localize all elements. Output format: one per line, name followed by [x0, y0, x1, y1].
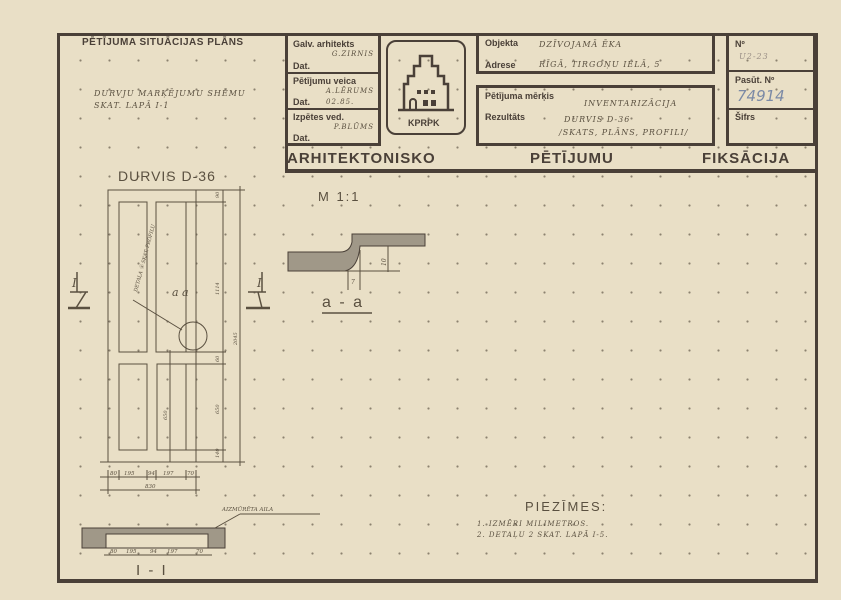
divider [729, 70, 813, 72]
date-label-1: Dat. [293, 61, 311, 71]
kprpk-logo: KPRPK [386, 40, 466, 135]
dim-v-1: 90 [215, 191, 221, 198]
dim-v-total: 2045 [233, 332, 239, 346]
door-title: DURVIS D-36 [118, 168, 216, 184]
chief-architect-label: Galv. arhitekts [293, 39, 355, 49]
dim-v-5: 140 [215, 448, 221, 458]
section-dim-1: 80 [110, 549, 117, 555]
section-mark-right [246, 272, 270, 310]
profile-dim-v: 10 [381, 258, 388, 266]
profile-title: a - a [322, 294, 365, 311]
dim-v-3: 60 [215, 355, 221, 362]
section-dim-4: 197 [167, 549, 178, 555]
section-mark-left-label: I [71, 276, 77, 290]
results-value-2: /SKATS, PLĀNS, PROFILI/ [559, 128, 689, 137]
executor-value: P.BLŪMS [333, 123, 374, 131]
section-mark-left [68, 272, 90, 310]
situation-plan-note-2: SKAT. LAPĀ I-1 [94, 101, 170, 110]
object-label: Objekta [485, 38, 519, 48]
address-value: RĪGĀ, TIRGOŅU IELĀ, 5 [539, 60, 661, 69]
section-mark-right-label: I [256, 276, 262, 290]
building-icon [398, 54, 454, 112]
researcher-value: A.LĒRUMS [325, 87, 374, 95]
heading-word-3: FIKSĀCIJA [702, 150, 791, 167]
divider [288, 108, 378, 110]
dim-h-2: 195 [124, 471, 135, 477]
dim-h-1: 80 [110, 471, 117, 477]
heading-word-1: ARHITEKTONISKO [287, 150, 436, 167]
date-label-3: Dat. [293, 133, 311, 143]
purpose-label: Pētījuma mērķis [485, 91, 555, 101]
heading-word-2: PĒTĪJUMU [530, 150, 614, 167]
divider [729, 108, 813, 110]
order-label: Pasūt. Nº [735, 75, 775, 85]
detail-note: DETAĻA Ⓐ SKAT. PROFILU [132, 223, 157, 294]
note-item-2: 2. DETAĻU 2 SKAT. LAPĀ I-5. [477, 531, 609, 539]
profile-a-a [287, 233, 426, 314]
order-value: 74914 [737, 87, 785, 105]
section-dim-2: 195 [126, 549, 137, 555]
detail-marker: a a [172, 286, 189, 299]
section-dim-3: 94 [150, 549, 157, 555]
divider [288, 72, 378, 74]
purpose-value: INVENTARIZĀCIJA [584, 99, 678, 108]
section-i-i [81, 513, 320, 556]
executor-label: Izpētes ved. [293, 112, 345, 122]
logo-text: KPRPK [408, 118, 440, 128]
dim-v-2: 1114 [215, 282, 221, 295]
profile-scale: M 1:1 [318, 189, 361, 204]
note-item-1: 1. IZMĒRI MILIMETROS. [477, 520, 590, 528]
purpose-box: Pētījuma mērķis INVENTARIZĀCIJA Rezultāt… [476, 85, 715, 146]
dim-h-4: 197 [163, 471, 174, 477]
profile-dim-h: 7 [351, 279, 355, 286]
no-label: Nº [735, 39, 745, 49]
dim-h-5: 70 [187, 471, 194, 477]
sheet-frame [57, 33, 818, 583]
no-value: U2-23 [739, 52, 769, 61]
results-label: Rezultāts [485, 112, 526, 122]
door-elevation [100, 186, 245, 494]
researcher-label: Pētījumu veica [293, 76, 357, 86]
heading-rule [287, 169, 818, 173]
dim-total-width: 830 [145, 484, 156, 490]
date-value-2: 02.85. [326, 98, 355, 106]
situation-plan-note-1: DURVJU MARĶĒJUMU SHĒMU [94, 89, 246, 98]
results-value-1: DURVIS D-36 [564, 115, 631, 124]
cipher-label: Šifrs [735, 112, 756, 122]
number-box: Nº U2-23 Pasūt. Nº 74914 Šifrs [726, 33, 816, 146]
dim-panel: 650 [163, 410, 169, 420]
panel-border-left [285, 146, 288, 173]
section-note: AIZMŪRĒTA AILA [221, 506, 273, 513]
dim-v-4: 650 [215, 404, 221, 414]
situation-plan-title: PĒTĪJUMA SITUĀCIJAS PLĀNS [82, 37, 244, 48]
date-label-2: Dat. [293, 97, 311, 107]
people-box: Galv. arhitekts G.ZIRNIS Dat. Pētījumu v… [285, 33, 381, 146]
address-label: Adrese [485, 60, 516, 70]
dim-h-3: 94 [148, 471, 155, 477]
section-dim-5: 70 [196, 549, 203, 555]
section-title: I - I [136, 562, 168, 579]
object-value: DZĪVOJAMĀ ĒKA [539, 40, 623, 49]
notes-title: PIEZĪMES: [525, 499, 608, 514]
chief-architect-value: G.ZIRNIS [331, 50, 374, 58]
object-box: Objekta DZĪVOJAMĀ ĒKA Adrese RĪGĀ, TIRGO… [476, 33, 715, 74]
